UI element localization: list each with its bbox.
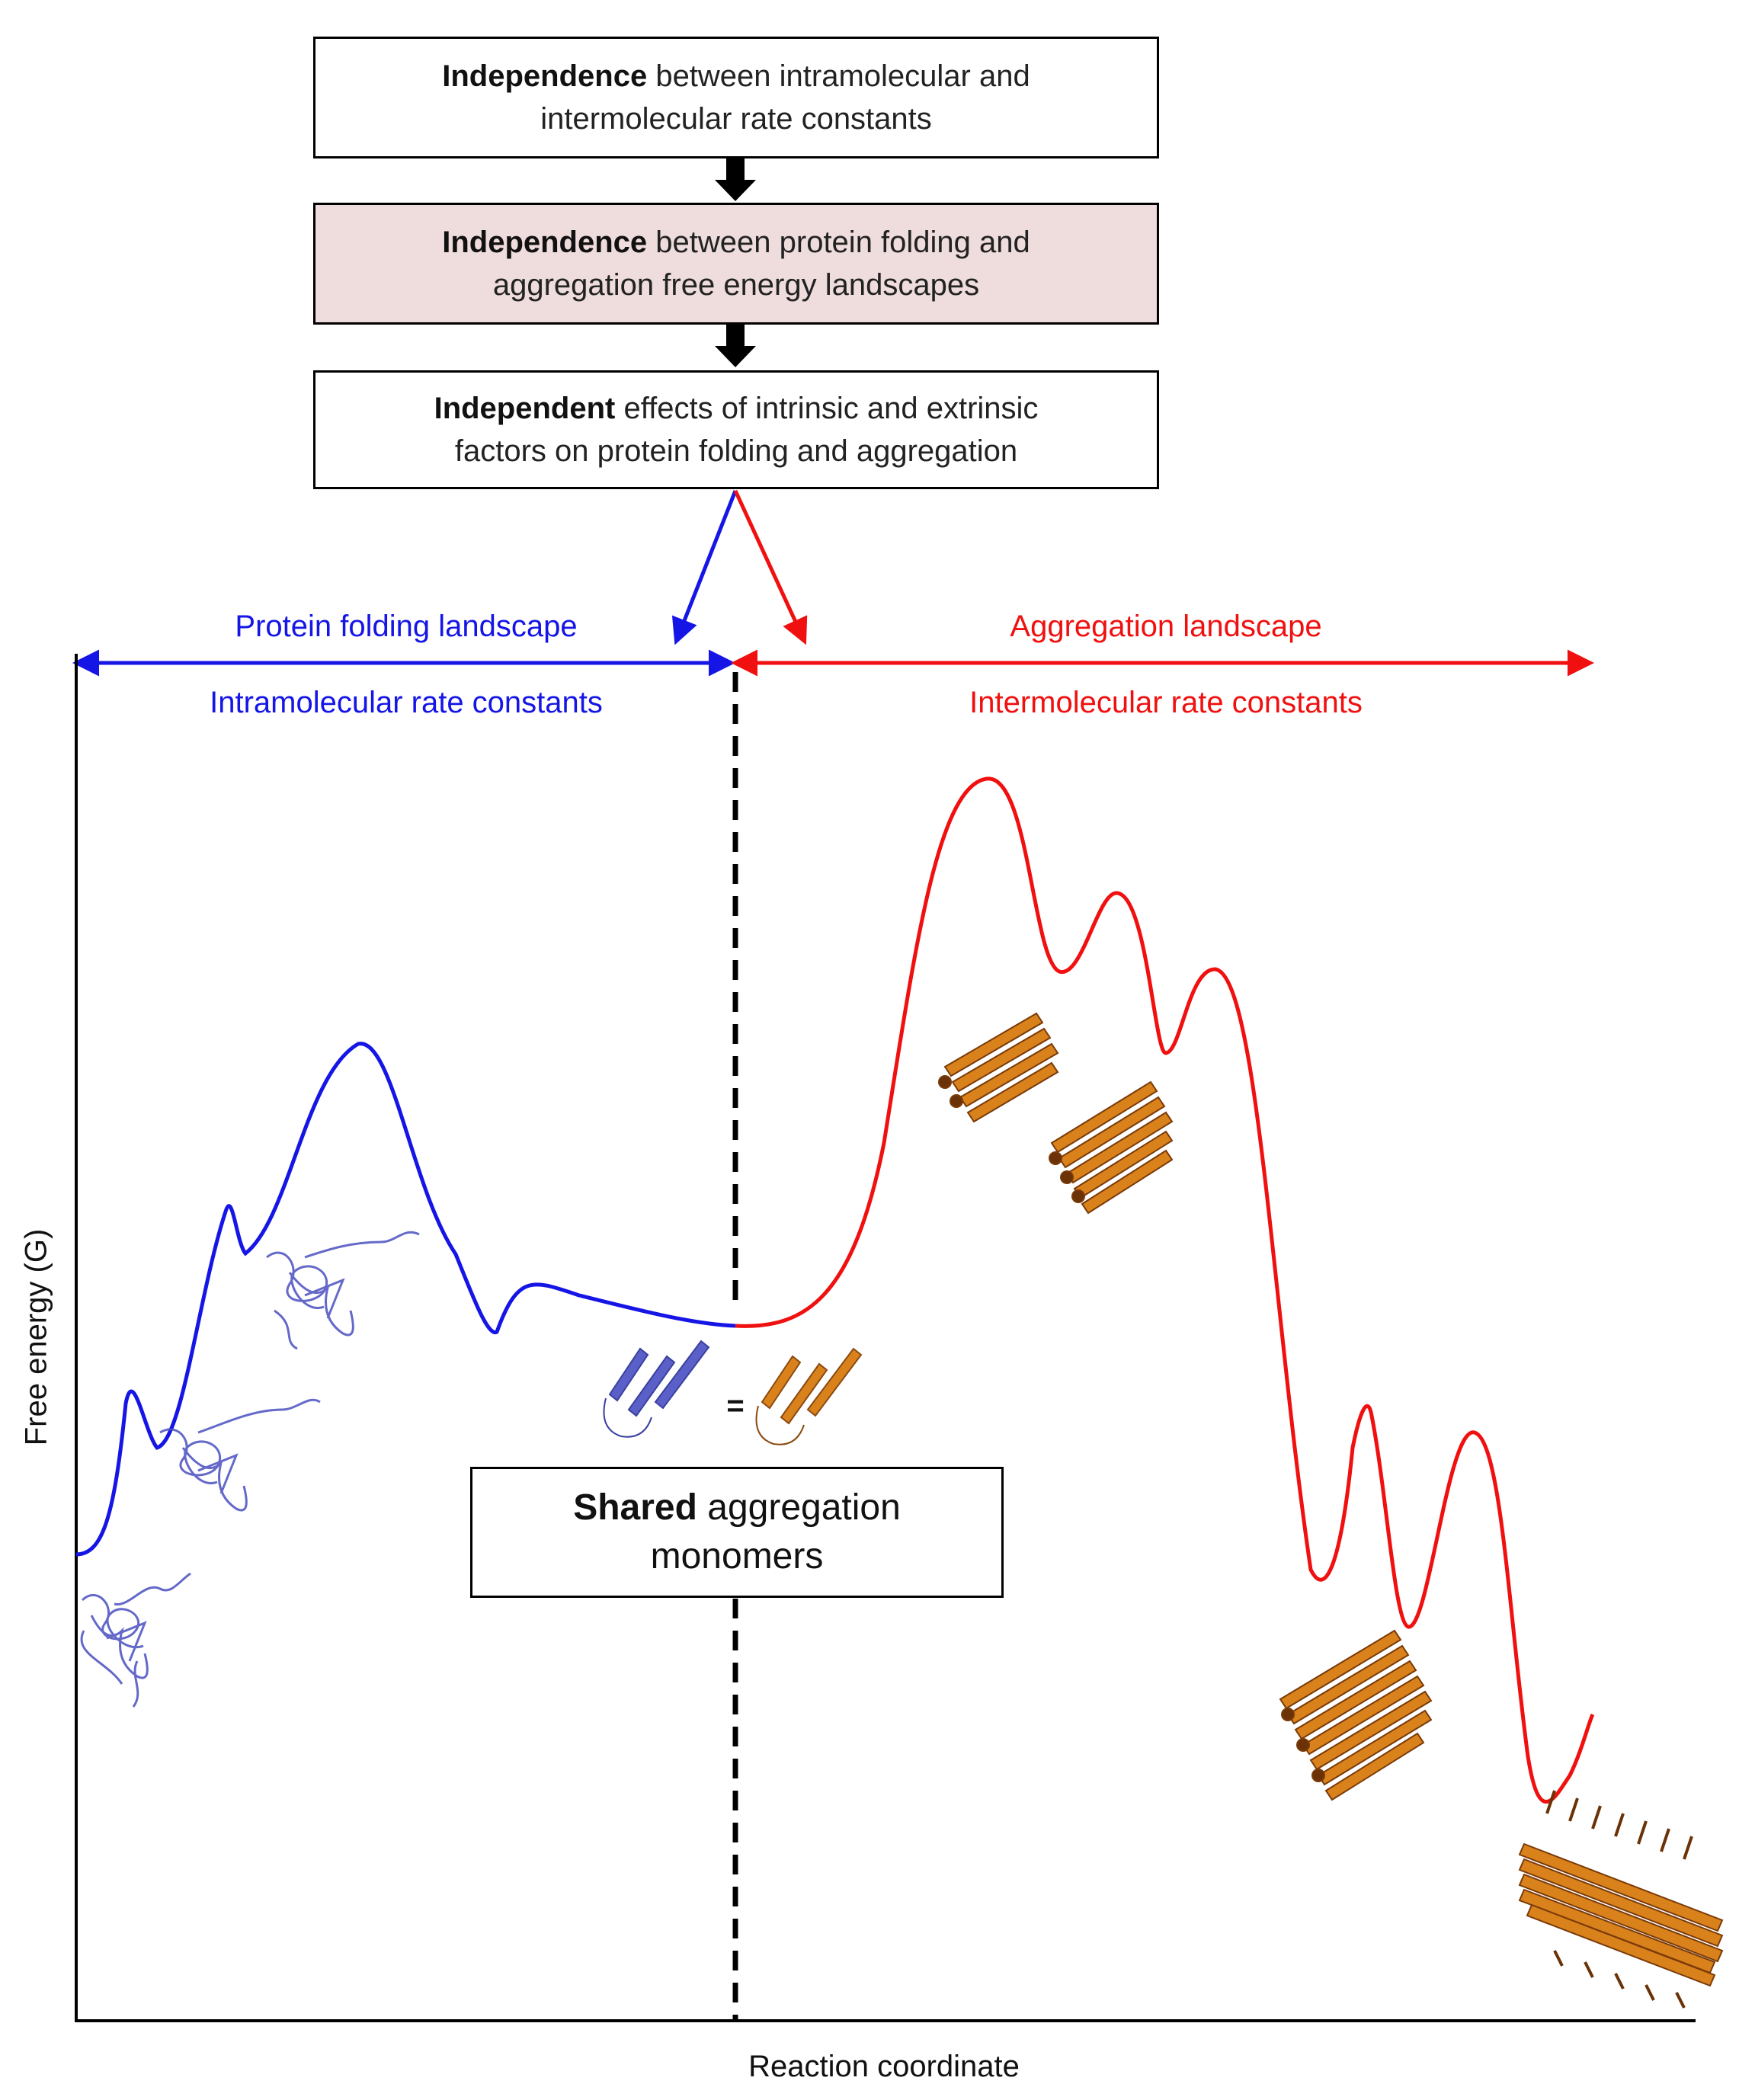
flow-box-2-rest: between protein folding and [647, 226, 1030, 259]
shared-box-rest: aggregation [697, 1487, 901, 1528]
flow-box-3-rest: effects of intrinsic and extrinsic [615, 392, 1039, 425]
intermolecular-label: Intermolecular rate constants [969, 686, 1363, 719]
folding-landscape-title: Protein folding landscape [235, 610, 578, 643]
flow-box-1-line2: intermolecular rate constants [540, 102, 932, 136]
trimer-aggregate [1049, 1080, 1174, 1215]
arrow-to-folding [671, 490, 738, 645]
flow-box-independence-landscapes: Independence between protein folding and… [313, 203, 1159, 325]
folding-energy-curve [75, 1042, 736, 1557]
folded-monomer-orange [755, 1347, 863, 1445]
shared-monomers-box: Shared aggregation monomers [470, 1467, 1004, 1598]
fibril-aggregate [1518, 1790, 1724, 2009]
shared-box-line2: monomers [650, 1536, 824, 1577]
intramolecular-label: Intramolecular rate constants [210, 686, 603, 719]
flow-box-3-bold: Independent [434, 392, 616, 425]
shared-box-bold: Shared [573, 1487, 697, 1528]
x-axis-label: Reaction coordinate [748, 2050, 1020, 2083]
folded-monomer-blue [603, 1340, 710, 1438]
aggregation-landscape-title: Aggregation landscape [1010, 610, 1322, 643]
oligomer-aggregate [1279, 1629, 1433, 1801]
y-axis-label: Free energy (G) [19, 1228, 53, 1446]
unfolded-protein-structure-3 [266, 1231, 420, 1350]
aggregation-energy-curve [735, 776, 1595, 1804]
flow-box-independent-effects: Independent effects of intrinsic and ext… [313, 370, 1159, 489]
flow-box-1-bold: Independence [442, 59, 648, 93]
unfolded-protein-structure-2 [159, 1398, 321, 1512]
flow-box-2-line1: Independence between protein folding and [442, 221, 1030, 264]
dimer-aggregate [938, 1012, 1059, 1123]
flow-box-2-line2: aggregation free energy landscapes [492, 268, 980, 302]
shared-box-line1: Shared aggregation [573, 1484, 901, 1532]
flow-box-3-line1: Independent effects of intrinsic and ext… [434, 387, 1039, 430]
flow-arrow-1 [715, 158, 756, 201]
flow-box-3-line2: factors on protein folding and aggregati… [454, 434, 1018, 468]
flow-box-independence-rate-constants: Independence between intramolecular and … [313, 37, 1159, 158]
flow-box-1-rest: between intramolecular and [647, 59, 1030, 93]
monomer-equals-sign: = [726, 1389, 744, 1423]
arrow-to-aggregation [733, 489, 808, 645]
flow-box-1-line1: Independence between intramolecular and [442, 55, 1030, 98]
unfolded-protein-structure-1 [80, 1572, 191, 1708]
flow-box-2-bold: Independence [442, 226, 648, 259]
flow-arrow-2 [715, 325, 756, 367]
